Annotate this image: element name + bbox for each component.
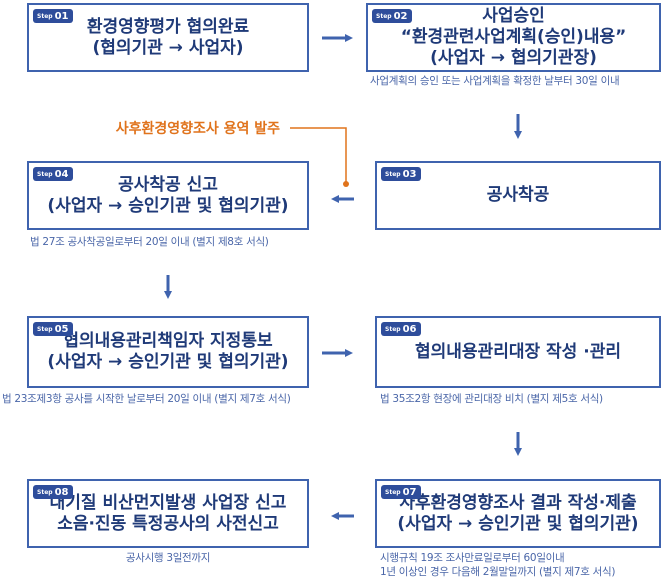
step-07-note: 시행규칙 19조 조사만료일로부터 60일이내 1년 이상인 경우 다음해 2월…	[380, 552, 616, 578]
step-04-note: 법 27조 공사착공일로부터 20일 이내 (별지 제8호 서식)	[30, 236, 269, 248]
step-06-note: 법 35조2항 현장에 관리대장 비치 (별지 제5호 서식)	[380, 393, 603, 405]
step-03-title: 공사착공	[486, 185, 550, 205]
order-label: 사후환경영향조사 용역 발주	[115, 121, 280, 137]
step-05-title: 협의내용관리책임자 지정통보 (사업자 → 승인기관 및 협의기관)	[47, 331, 289, 372]
step-08-title: 대기질 비산먼지발생 사업장 신고 소음·진동 특정공사의 사전신고	[49, 492, 287, 534]
step-05-note: 법 23조제3항 공사를 시작한 날로부터 20일 이내 (별지 제7호 서식)	[2, 393, 291, 405]
dot-icon	[343, 181, 349, 187]
step-02-note: 사업계획의 승인 또는 사업계획을 확정한 날부터 30일 이내	[370, 75, 620, 87]
step-08-note: 공사시행 3일전까지	[125, 552, 211, 564]
step-04-title: 공사착공 신고 (사업자 → 승인기관 및 협의기관)	[47, 174, 289, 216]
step-01-title: 환경영향평가 협의완료 (협의기관 → 사업자)	[86, 16, 250, 58]
step-02-title: 사업승인 “환경관련사업계획(승인)내용” (사업자 → 협의기관장)	[400, 6, 627, 68]
step-06-title: 협의내용관리대장 작성 ·관리	[415, 341, 621, 362]
step-07-title: 사후환경영향조사 결과 작성·제출 (사업자 → 승인기관 및 협의기관)	[397, 492, 639, 534]
order-connector-line	[290, 127, 347, 183]
